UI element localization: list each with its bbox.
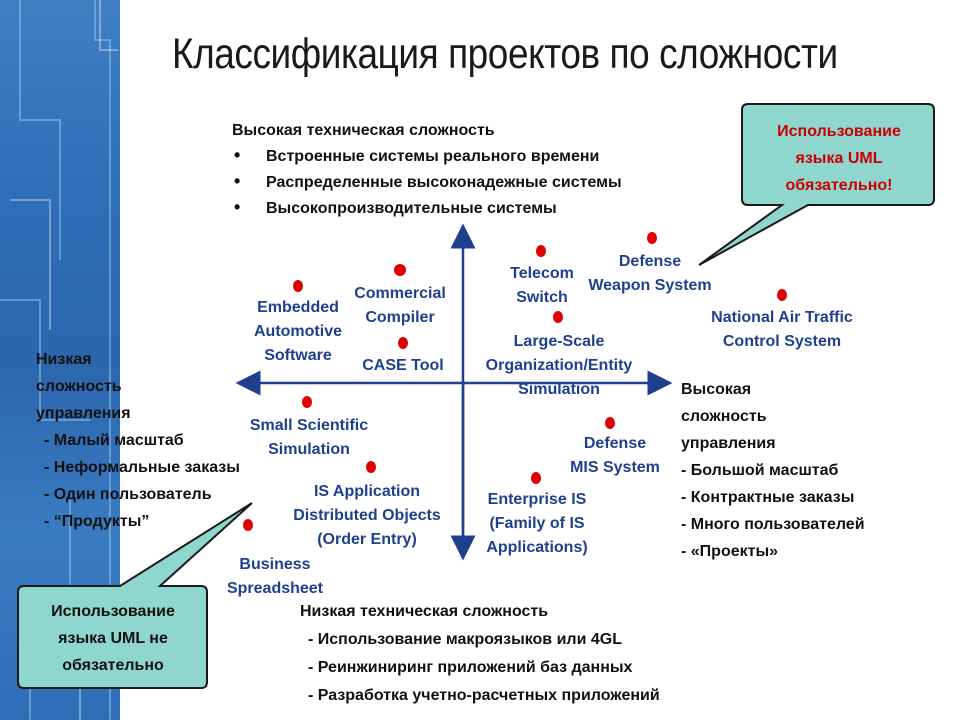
- low-mgmt-item: - “Продукты”: [44, 513, 150, 530]
- project-label-line: Applications): [486, 539, 588, 556]
- uml-required-line: обязательно!: [785, 177, 893, 194]
- project-label-line: (Family of IS: [489, 515, 585, 532]
- project-dot: [394, 264, 406, 276]
- low-technical-complexity: Низкая техническая сложность - Использов…: [300, 598, 660, 710]
- project-dot: [243, 519, 253, 531]
- uml-required-line: Использование: [777, 123, 901, 140]
- project-label-line: Automotive: [254, 323, 342, 340]
- project-label-line: Distributed Objects: [293, 507, 441, 524]
- low-tech-item: - Реинжиниринг приложений баз данных: [308, 659, 633, 676]
- high-tech-heading: Высокая техническая сложность: [232, 122, 495, 139]
- uml-optional-line: языка UML не: [58, 630, 168, 647]
- project-label-line: Software: [264, 347, 332, 364]
- project-dot: [366, 461, 376, 473]
- project-label-line: Spreadsheet: [226, 580, 324, 597]
- high-mgmt-item: - Большой масштаб: [681, 462, 839, 479]
- project-dot: [647, 232, 657, 244]
- high-mgmt-heading-line: Высокая: [681, 381, 752, 398]
- low-management-complexity: Низкая сложность управления - Малый масш…: [36, 346, 240, 535]
- uml-required-bubble: [698, 103, 935, 266]
- low-mgmt-heading-line: управления: [36, 405, 131, 422]
- project-telecom-switch: Telecom Switch: [492, 262, 592, 310]
- low-tech-item: - Разработка учетно-расчетных приложений: [308, 687, 660, 704]
- project-national-air-traffic: National Air Traffic Control System: [686, 306, 878, 354]
- project-label-line: Telecom: [510, 265, 574, 282]
- project-dot: [398, 337, 408, 349]
- project-defense-mis: Defense MIS System: [552, 432, 678, 480]
- project-large-scale-simulation: Large-Scale Organization/Entity Simulati…: [466, 330, 652, 402]
- project-label-line: Commercial: [354, 285, 446, 302]
- project-dot: [553, 311, 563, 323]
- project-label-line: Small Scientific: [249, 417, 369, 434]
- project-dot: [302, 396, 312, 408]
- high-mgmt-item: - Много пользователей: [681, 516, 865, 533]
- project-label-line: Control System: [722, 333, 842, 350]
- project-embedded-automotive: Embedded Automotive Software: [238, 296, 358, 368]
- low-mgmt-item: - Один пользователь: [44, 486, 212, 503]
- project-label-line: (Order Entry): [317, 531, 417, 548]
- high-mgmt-heading-line: сложность: [681, 408, 767, 425]
- project-dot: [536, 245, 546, 257]
- page-title: Классификация проектов по сложности: [172, 30, 838, 78]
- uml-optional-line: Использование: [51, 603, 175, 620]
- low-mgmt-heading-line: сложность: [36, 378, 122, 395]
- high-technical-complexity: Высокая техническая сложность Встроенные…: [232, 118, 622, 222]
- project-label-line: Organization/Entity: [485, 357, 633, 374]
- project-dot: [777, 289, 787, 301]
- project-label-line: Simulation: [268, 441, 350, 458]
- low-mgmt-heading-line: Низкая: [36, 351, 92, 368]
- low-mgmt-item: - Неформальные заказы: [44, 459, 240, 476]
- project-dot: [605, 417, 615, 429]
- high-management-complexity: Высокая сложность управления - Большой м…: [681, 376, 865, 565]
- uml-required-line: языка UML: [795, 150, 883, 167]
- high-mgmt-item: - Контрактные заказы: [681, 489, 855, 506]
- project-label-line: Embedded: [257, 299, 339, 316]
- project-dot: [293, 280, 303, 292]
- high-mgmt-heading-line: управления: [681, 435, 776, 452]
- project-dot: [531, 472, 541, 484]
- project-label-line: Compiler: [365, 309, 435, 326]
- low-tech-heading: Низкая техническая сложность: [300, 603, 549, 620]
- uml-optional-bubble: [17, 502, 253, 689]
- low-mgmt-item: - Малый масштаб: [44, 432, 184, 449]
- project-label-line: Weapon System: [588, 277, 712, 294]
- project-small-scientific: Small Scientific Simulation: [226, 414, 392, 462]
- project-label-line: Switch: [516, 289, 568, 306]
- project-label-line: Defense: [583, 435, 647, 452]
- project-label-line: IS Application: [313, 483, 421, 500]
- project-business-spreadsheet: Business Spreadsheet: [208, 553, 342, 601]
- uml-required-callout: Использование языка UML обязательно!: [744, 118, 934, 199]
- high-tech-item: Высокопроизводительные системы: [232, 194, 622, 222]
- project-label-line: National Air Traffic: [711, 309, 853, 326]
- project-label-line: MIS System: [570, 459, 660, 476]
- project-defense-weapon: Defense Weapon System: [570, 250, 730, 298]
- project-is-application: IS Application Distributed Objects (Orde…: [272, 480, 462, 552]
- uml-optional-callout: Использование языка UML не обязательно: [20, 598, 206, 679]
- project-case-tool: CASE Tool: [348, 354, 458, 378]
- project-commercial-compiler: Commercial Compiler: [338, 282, 462, 330]
- high-tech-item: Встроенные системы реального времени: [232, 142, 622, 170]
- high-tech-item: Распределенные высоконадежные системы: [232, 168, 622, 196]
- sidebar-pattern: [0, 0, 118, 720]
- project-label-line: Large-Scale: [513, 333, 605, 350]
- uml-optional-line: обязательно: [62, 657, 164, 674]
- project-enterprise-is: Enterprise IS (Family of IS Applications…: [470, 488, 604, 560]
- project-label-line: CASE Tool: [362, 357, 444, 374]
- project-label-line: Enterprise IS: [487, 491, 587, 508]
- low-tech-item: - Использование макроязыков или 4GL: [308, 631, 622, 648]
- high-mgmt-item: - «Проекты»: [681, 543, 779, 560]
- project-label-line: Defense: [618, 253, 682, 270]
- project-label-line: Simulation: [518, 381, 600, 398]
- project-label-line: Business: [239, 556, 311, 573]
